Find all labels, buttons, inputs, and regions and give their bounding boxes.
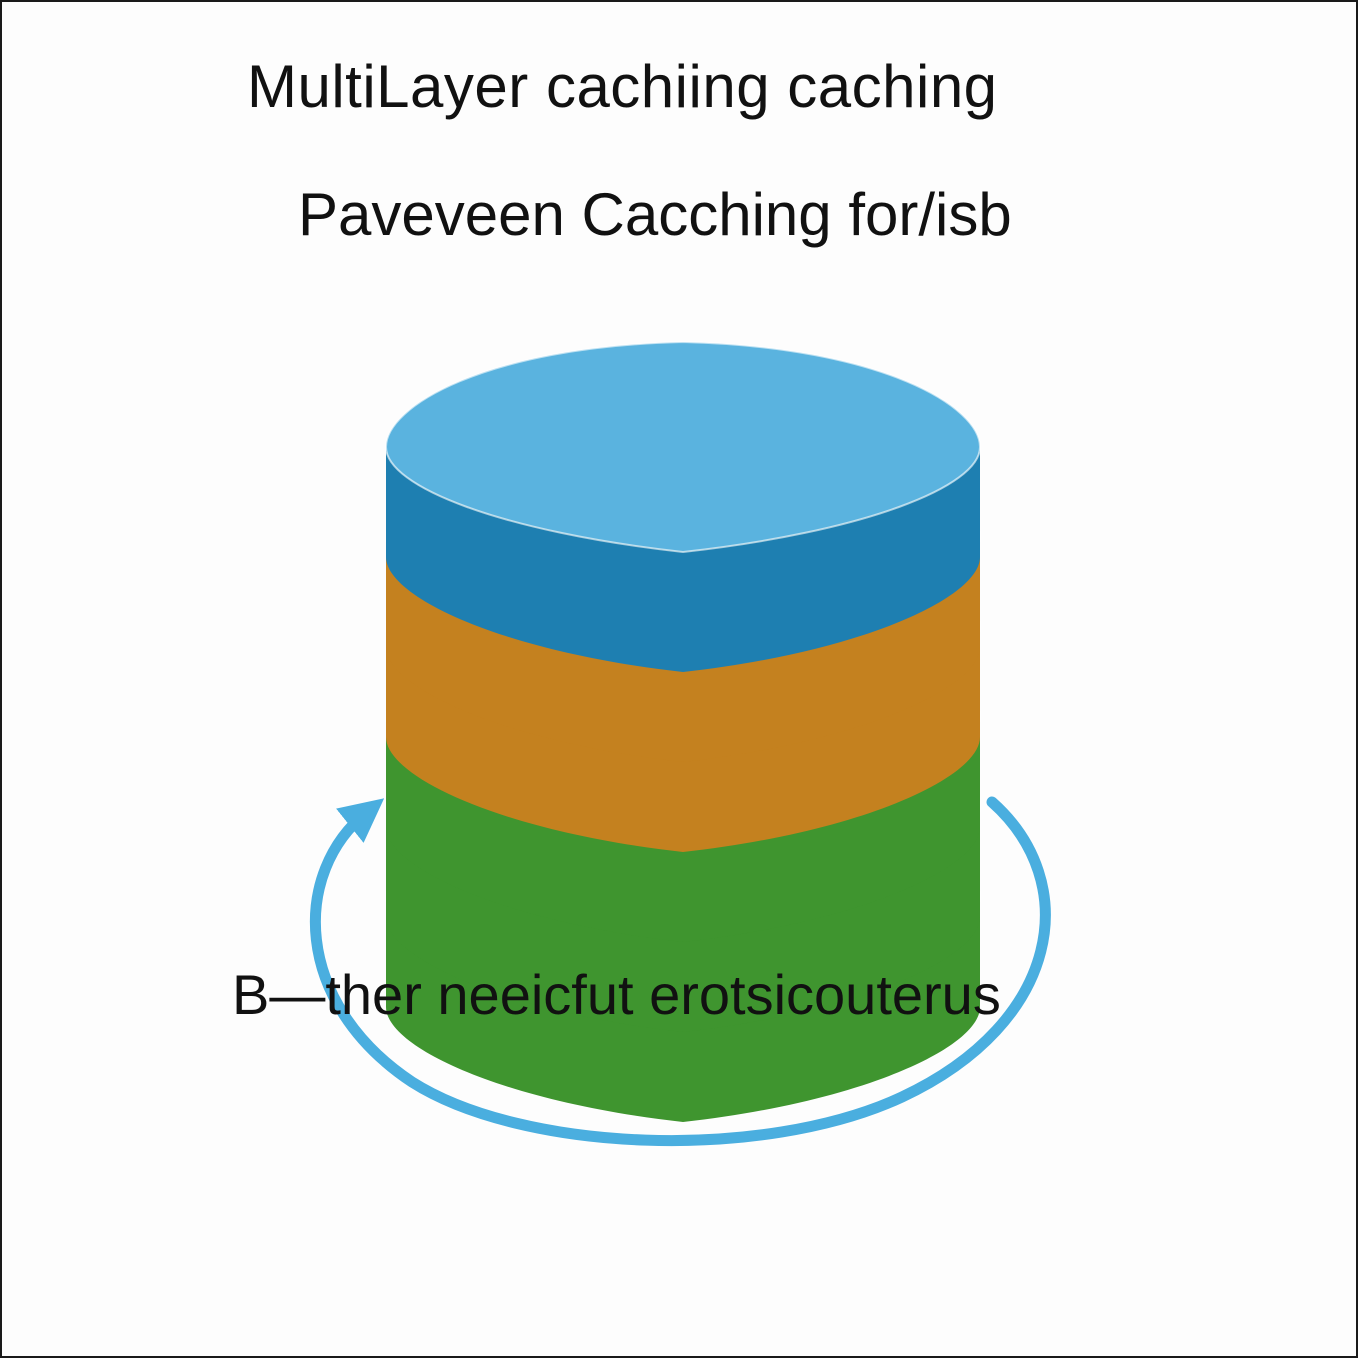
blue-layer <box>384 340 982 672</box>
blue-layer-top <box>384 340 982 554</box>
diagram-caption: B—ther neeicfut erotsicouterus <box>232 963 1001 1026</box>
blue-layer-side <box>386 447 980 672</box>
diagram-subtitle: Paveveen Cacching for/isb <box>298 181 1012 248</box>
cycle-arrow-icon <box>309 796 1051 1146</box>
cache-layer-stack <box>384 340 982 1122</box>
diagram-title: MultiLayer cachiing caching <box>247 53 998 120</box>
